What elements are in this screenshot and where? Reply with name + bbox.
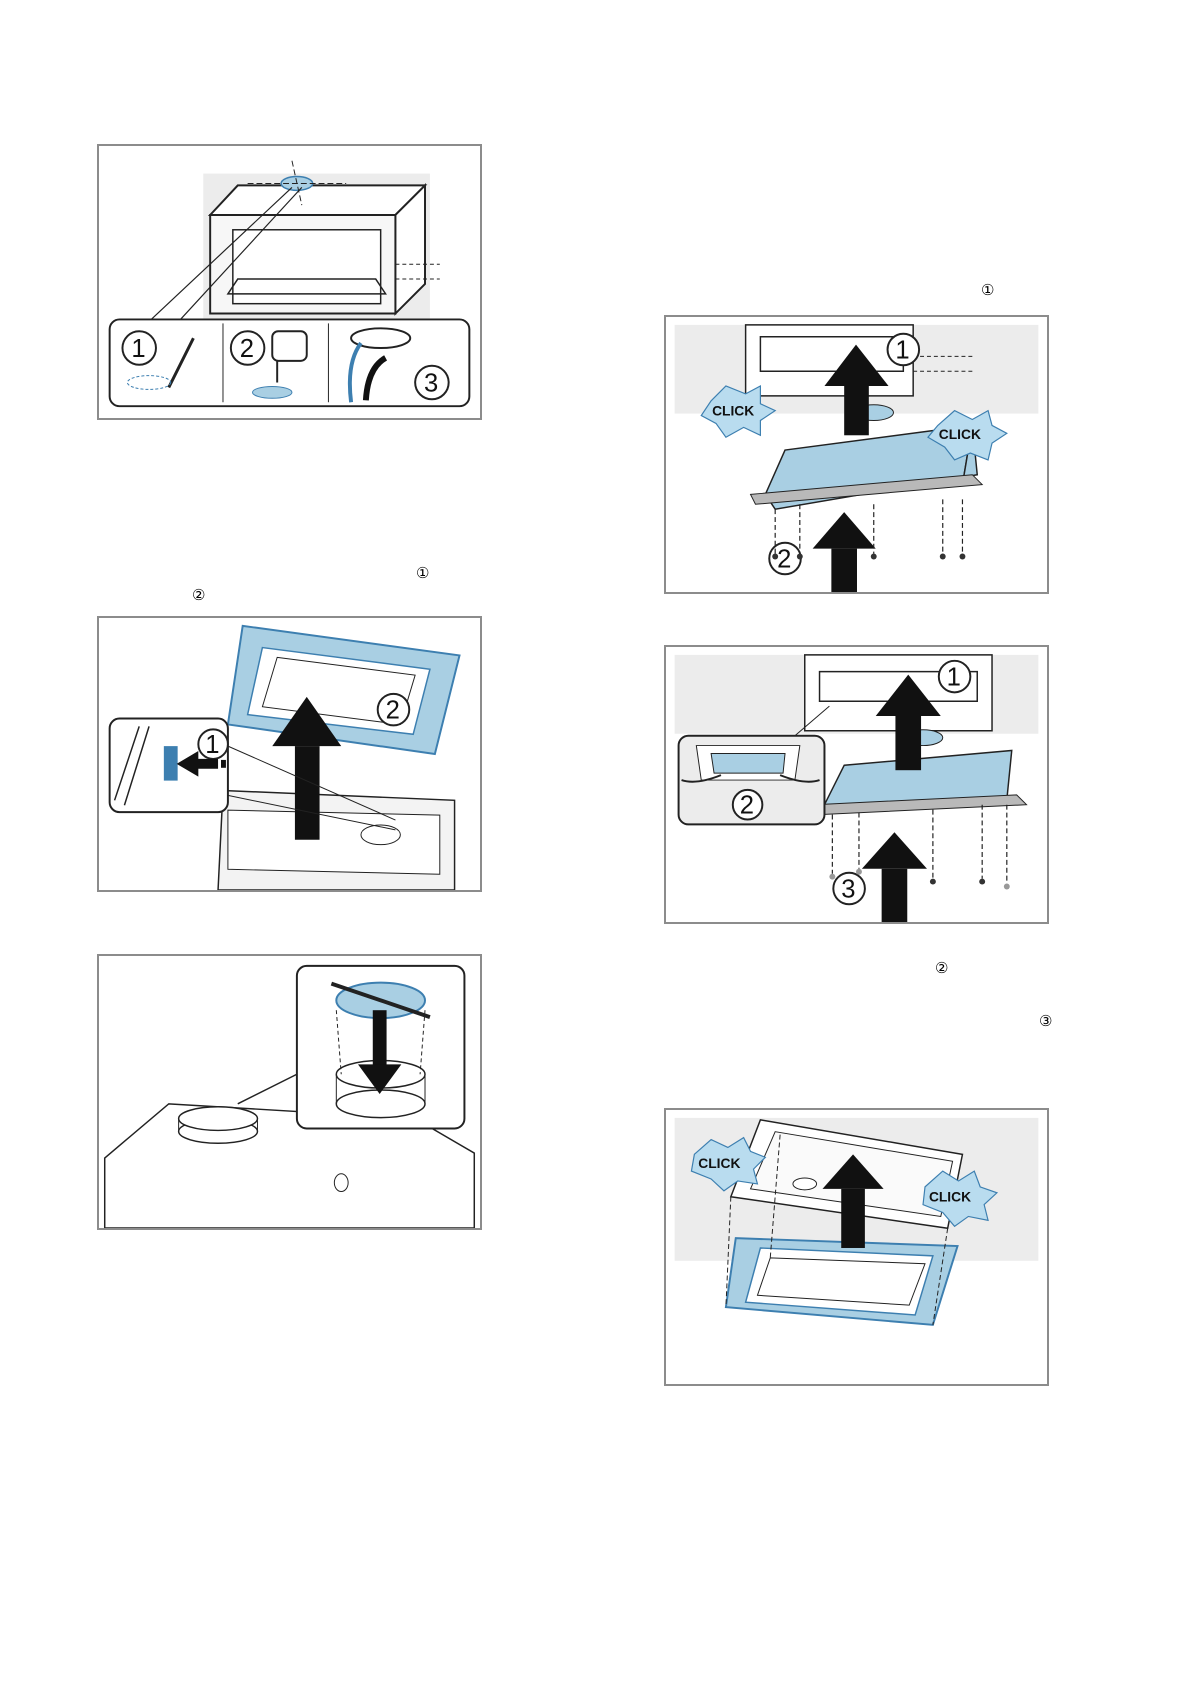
fig4-label-1: 1: [895, 336, 909, 364]
figure-hood-mounting-alt: 1 2 3: [664, 645, 1049, 924]
fig6-click-right: CLICK: [929, 1190, 971, 1205]
fig4-label-2: 2: [777, 545, 791, 573]
ref-step-1: ①: [416, 566, 429, 581]
ref-step-2-right: ②: [935, 961, 948, 976]
fig2-label-2: 2: [386, 697, 400, 725]
ref-step-2: ②: [192, 588, 205, 603]
figure-filter-insertion: CLICK CLICK: [664, 1108, 1049, 1386]
fig5-label-1: 1: [947, 663, 961, 691]
figure-filter-removal: 2 1: [97, 616, 482, 892]
fig1-label-2: 2: [240, 335, 254, 363]
fig5-label-3: 3: [841, 875, 855, 903]
figure-backflow-flap: [97, 954, 482, 1230]
fig5-label-2: 2: [740, 792, 754, 820]
fig2-label-1: 1: [205, 731, 219, 759]
figure-cabinet-cutout: 1 2 3: [97, 144, 482, 420]
fig1-label-1: 1: [131, 335, 145, 363]
figure-hood-mounting: 1 2 CLICK CLICK: [664, 315, 1049, 594]
fig1-label-3: 3: [424, 369, 438, 397]
ref-step-3-right: ③: [1039, 1014, 1052, 1029]
fig4-click-left: CLICK: [712, 404, 754, 419]
fig4-click-right: CLICK: [939, 427, 981, 442]
fig6-click-left: CLICK: [698, 1156, 740, 1171]
ref-step-1-right: ①: [981, 283, 994, 298]
